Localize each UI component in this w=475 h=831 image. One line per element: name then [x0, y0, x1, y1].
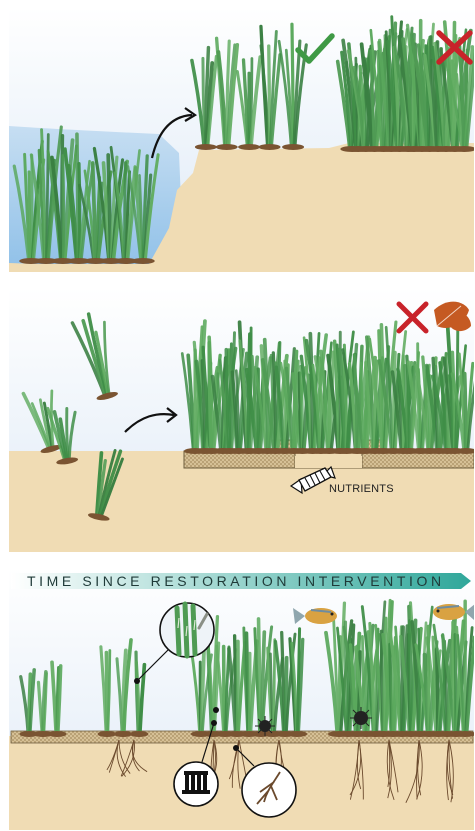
panel-anchoring-nutrients: NUTRIENTS [9, 288, 474, 552]
timeline-label: TIME SINCE RESTORATION INTERVENTION [27, 572, 445, 590]
leaf-sample-dot [213, 707, 219, 713]
leaf-icon [434, 302, 471, 331]
sand-bed [9, 736, 474, 830]
mat-gap [295, 456, 362, 468]
time-series-illustration [9, 568, 474, 830]
sea-urchin-icon [350, 707, 372, 729]
anchoring-illustration [9, 288, 474, 552]
panel-time-since-restoration: TIME SINCE RESTORATION INTERVENTION [9, 568, 474, 830]
sea-urchin-icon [255, 716, 275, 736]
nutrients-label: NUTRIENTS [329, 483, 394, 495]
panel-planting-depth [9, 8, 474, 272]
planting-depth-illustration [9, 8, 474, 272]
timeline-bar: TIME SINCE RESTORATION INTERVENTION [11, 572, 473, 590]
